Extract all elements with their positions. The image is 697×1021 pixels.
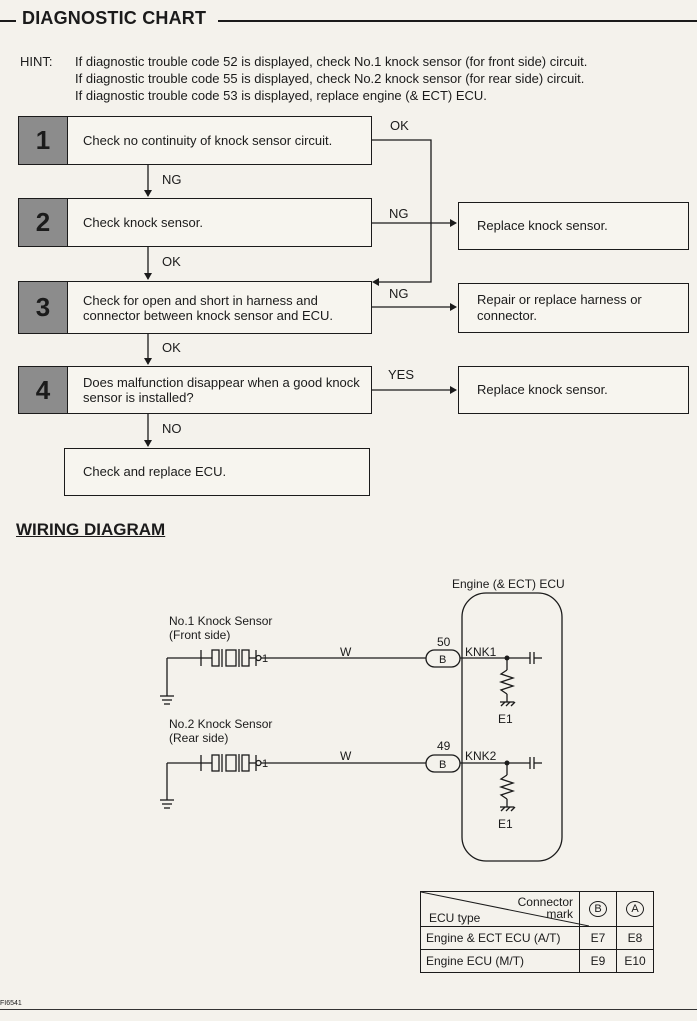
figure-code: FI6541 [0,1000,22,1007]
junction-dot [504,760,510,766]
chassis-ground-icon [500,701,516,707]
header-connector: Connector [517,895,573,909]
step-1-box: 1 Check no continuity of knock sensor ci… [18,116,372,165]
diagnostic-chart-header: DIAGNOSTIC CHART [0,8,697,34]
connector-2-label: B [439,759,446,771]
hint-line-3: If diagnostic trouble code 53 is display… [75,88,487,103]
ok-bypass-line [372,139,432,283]
label-s4-yes: YES [388,367,415,382]
wiring-diagram: Engine (& ECT) ECU No.1 Knock Sensor (Fr… [160,577,565,862]
step-3-number: 3 [19,282,68,333]
title-rule-right [218,20,697,22]
ground-e1-2: E1 [498,817,513,831]
ground-icon [160,799,174,809]
row-2-type: Engine ECU (M/T) [420,949,580,973]
connector-table: Connector mark ECU type B A Engine & ECT… [420,891,654,973]
header-ecu-type: ECU type [429,911,481,925]
arrow-1-2 [144,190,152,197]
junction-dot [504,655,510,661]
hint-label: HINT: [20,54,53,69]
knock-sensor-1-symbol [166,649,262,696]
arrow-2-3 [144,273,152,280]
sensor-2-pin: 1 [262,758,268,770]
arrow-4-yes [450,386,457,394]
step-1-text: Check no continuity of knock sensor circ… [83,133,333,148]
step-4-number: 4 [19,367,68,413]
sensor-1-pin: 1 [262,653,268,665]
label-s4-no: NO [162,421,182,436]
label-s1-ok: OK [390,118,409,133]
arrow-3-ng [450,303,457,311]
title-rule-left [0,20,16,22]
row-1-type: Engine & ECT ECU (A/T) [420,926,580,950]
resistor-icon [498,669,516,695]
step-2-text: Check knock sensor. [83,215,203,230]
ground-icon [160,695,174,705]
step-3-box: 3 Check for open and short in harness an… [18,281,372,334]
signal-knk2: KNK2 [465,749,497,763]
ground-e1-1: E1 [498,712,513,726]
step-2-box: 2 Check knock sensor. [18,198,372,247]
header-diagonal-cell: Connector mark ECU type [420,891,589,927]
sensor-2-side: (Rear side) [169,731,228,745]
footer-rule [0,1009,697,1010]
header-mark-a: A [616,891,654,927]
hint-line-2: If diagnostic trouble code 55 is display… [75,71,585,86]
ecu-label: Engine (& ECT) ECU [452,577,565,591]
sensor-1-name: No.1 Knock Sensor [169,614,272,628]
label-s2-ng: NG [389,206,409,221]
ecu-pin-50: 50 [437,635,451,649]
wiring-diagram-title: WIRING DIAGRAM [16,520,166,539]
table-header-row: Connector mark ECU type B A [420,891,654,927]
row-1-a: E8 [616,926,654,950]
arrow-3-4 [144,358,152,365]
wire-2-color: W [340,749,352,763]
table-row: Engine & ECT ECU (A/T) E7 E8 [420,926,654,950]
action-check-ecu: Check and replace ECU. [64,448,370,496]
resistor-icon [498,774,516,800]
capacitor-icon [529,757,542,769]
label-s2-ok: OK [162,254,181,269]
ecu-pin-49: 49 [437,739,451,753]
sensor-1-side: (Front side) [169,628,230,642]
row-2-b: E9 [579,949,617,973]
label-s1-ng: NG [162,172,182,187]
ecu-outline [461,592,563,862]
action-replace-sensor-1: Replace knock sensor. [458,202,689,250]
connector-1-label: B [439,654,446,666]
label-s3-ng: NG [389,286,409,301]
chassis-ground-icon [500,806,516,812]
step-4-text: Does malfunction disappear when a good k… [83,375,360,405]
hint-line-1: If diagnostic trouble code 52 is display… [75,54,588,69]
table-row: Engine ECU (M/T) E9 E10 [420,949,654,973]
page-title: DIAGNOSTIC CHART [22,8,207,28]
action-replace-sensor-2: Replace knock sensor. [458,366,689,414]
action-repair-harness: Repair or replace harness or connector. [458,283,689,333]
diagonal-line [421,892,589,926]
step-1-number: 1 [19,117,68,164]
step-4-box: 4 Does malfunction disappear when a good… [18,366,372,414]
row-2-a: E10 [616,949,654,973]
signal-knk1: KNK1 [465,645,497,659]
arrow-ok-bypass [372,278,379,286]
row-1-b: E7 [579,926,617,950]
label-s3-ok: OK [162,340,181,355]
arrow-4-ecu [144,440,152,447]
knock-sensor-2-symbol [166,754,262,800]
header-mark: mark [546,907,573,921]
sensor-2-name: No.2 Knock Sensor [169,717,272,731]
step-2-number: 2 [19,199,68,246]
wire-1-color: W [340,645,352,659]
flow-connectors [144,139,457,447]
arrow-2-ng [450,219,457,227]
step-3-text: Check for open and short in harness and … [83,292,334,323]
capacitor-icon [529,652,542,664]
